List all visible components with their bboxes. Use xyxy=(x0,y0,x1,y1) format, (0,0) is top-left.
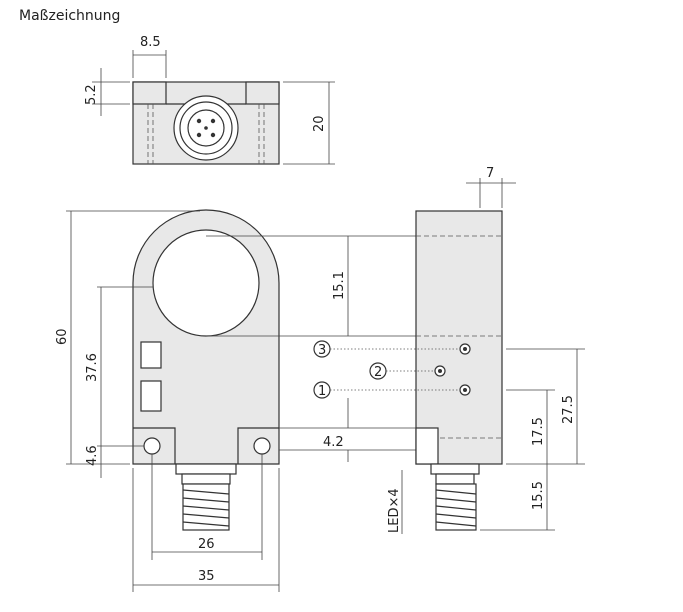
connector-face-icon xyxy=(173,95,239,161)
marker-3: 3 xyxy=(318,343,326,358)
dim-total-width: 35 xyxy=(198,569,215,584)
dim-top-width: 8.5 xyxy=(140,35,161,50)
top-view: 8.5 5.2 20 xyxy=(84,35,335,165)
dim-hole-spacing: 26 xyxy=(198,537,215,552)
dim-spacing: 4.2 xyxy=(323,435,344,450)
dim-hole-offset: 4.6 xyxy=(85,445,100,466)
dim-height-27: 27.5 xyxy=(561,395,576,424)
thread-side-icon xyxy=(435,483,477,531)
marker-1: 1 xyxy=(318,384,326,399)
marker-2: 2 xyxy=(374,365,382,380)
dim-top-slot: 5.2 xyxy=(84,84,99,105)
side-view: 3 2 1 7 27.5 17.5 15.5 LED×4 xyxy=(313,166,585,534)
dim-total-height: 60 xyxy=(55,328,70,345)
led-label: LED×4 xyxy=(387,488,402,533)
dim-connector: 15.5 xyxy=(531,481,546,510)
front-view: 60 37.6 4.6 15.1 4.2 26 35 xyxy=(55,209,416,592)
thread-front-icon xyxy=(182,483,230,531)
dim-ring: 15.1 xyxy=(332,271,347,300)
drawing-title: Maßzeichnung xyxy=(19,8,121,24)
dim-top-height: 20 xyxy=(312,115,327,132)
dim-height-17: 17.5 xyxy=(531,417,546,446)
dim-side-width: 7 xyxy=(486,166,494,181)
dim-led-height: 37.6 xyxy=(85,353,100,382)
